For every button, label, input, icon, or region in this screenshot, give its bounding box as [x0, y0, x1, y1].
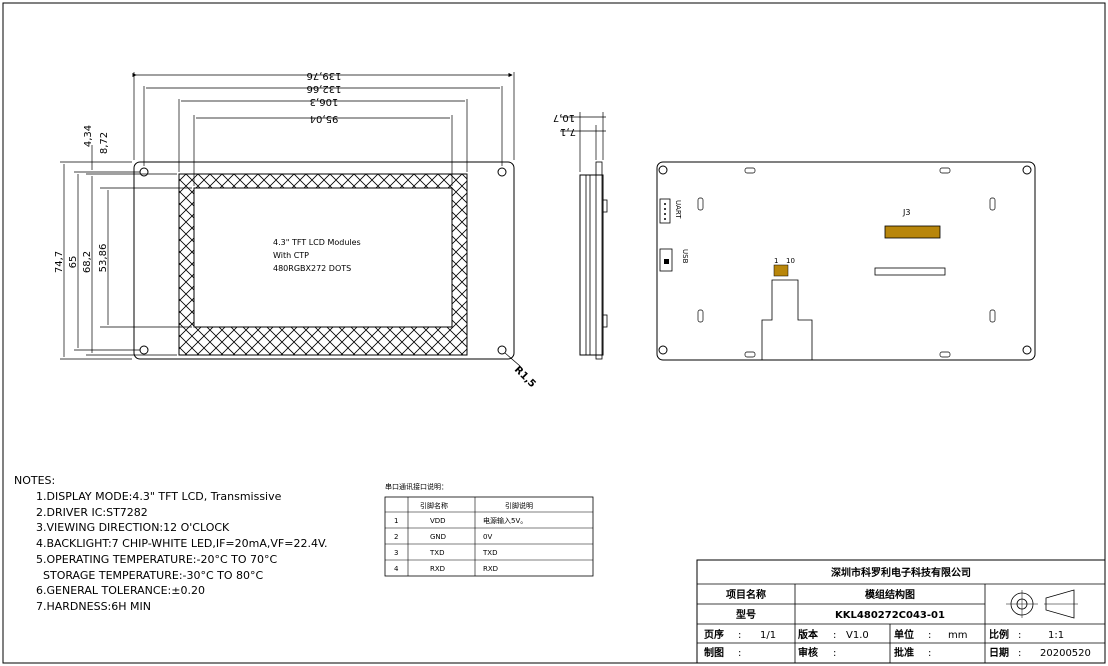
mounting-hole: [497, 345, 507, 355]
note-item: 3.VIEWING DIRECTION:12 O'CLOCK: [36, 521, 230, 534]
back-view: UART USB J3 1 10: [656, 161, 1036, 361]
dim-hole-width: 132,66: [307, 83, 342, 94]
dim-panel-thickness: 7,1: [560, 126, 576, 137]
svg-text:日期: 日期: [989, 646, 1009, 659]
svg-text:0V: 0V: [483, 533, 492, 541]
svg-text::: :: [928, 648, 931, 659]
svg-text:制图: 制图: [704, 646, 724, 659]
usb-connector: [659, 248, 673, 272]
fpc-tail: [761, 279, 813, 361]
screen-text-line: With CTP: [273, 251, 309, 260]
note-item: 2.DRIVER IC:ST7282: [36, 506, 148, 519]
svg-text:页序: 页序: [704, 628, 724, 641]
screen-text-line: 480RGBX272 DOTS: [273, 264, 351, 273]
note-item: 7.HARDNESS:6H MIN: [36, 600, 151, 613]
svg-text::: :: [833, 648, 836, 659]
date-value: 20200520: [1040, 648, 1091, 659]
dim-view-offset: 8,72: [99, 132, 110, 154]
svg-text:RXD: RXD: [430, 565, 445, 573]
svg-text:RXD: RXD: [483, 565, 498, 573]
model-value: KKL480272C043-01: [835, 610, 945, 621]
svg-text:审核: 审核: [798, 646, 818, 659]
page-value: 1/1: [760, 630, 776, 641]
projection-symbol-icon: [1006, 589, 1078, 619]
svg-text:批准: 批准: [894, 646, 914, 659]
dim-active-height: 53,86: [98, 244, 109, 273]
svg-text:TXD: TXD: [482, 549, 497, 557]
side-view: 10,7 7,1: [553, 112, 608, 360]
fpc-pad: [773, 264, 789, 277]
mounting-hole: [658, 165, 668, 175]
svg-text::: :: [928, 630, 931, 641]
unit-value: mm: [948, 630, 967, 641]
mounting-hole: [139, 345, 149, 355]
svg-text:型号: 型号: [736, 608, 756, 621]
svg-text:电源输入5V。: 电源输入5V。: [483, 516, 527, 525]
title-block: 深圳市科罗利电子科技有限公司 项目名称 模组结构图 型号 KKL480272C0…: [696, 559, 1106, 664]
svg-text:2: 2: [394, 533, 398, 541]
dim-top-offset: 4,34: [83, 125, 94, 147]
svg-text:GND: GND: [430, 533, 446, 541]
svg-text:项目名称: 项目名称: [726, 588, 766, 601]
note-item: 4.BACKLIGHT:7 CHIP-WHITE LED,IF=20mA,VF=…: [36, 537, 328, 550]
notes-title: NOTES:: [14, 474, 55, 487]
dim-thickness: 10,7: [553, 112, 575, 123]
j3-connector: [884, 225, 941, 239]
project-value: 模组结构图: [865, 588, 915, 601]
company-name: 深圳市科罗利电子科技有限公司: [831, 566, 971, 579]
pin-table: 串口通讯接口说明： 引脚名称 引脚说明 1 VDD 电源输入5V。 2 GND …: [384, 482, 594, 577]
notes: NOTES: 1.DISPLAY MODE:4.3" TFT LCD, Tran…: [14, 474, 328, 613]
front-view: 4.3" TFT LCD Modules With CTP 480RGBX272…: [54, 70, 538, 390]
mounting-hole: [139, 167, 149, 177]
mounting-hole: [497, 167, 507, 177]
pcb-outline: [133, 161, 515, 360]
dim-view-height: 68,2: [82, 251, 93, 273]
uart-connector: [659, 198, 671, 224]
svg-text:版本: 版本: [798, 628, 819, 641]
pin-table-header: 引脚名称: [420, 501, 448, 510]
side-profile: [579, 174, 604, 356]
version-value: V1.0: [846, 630, 869, 641]
svg-text:比例: 比例: [989, 628, 1009, 641]
dim-view-width: 106,3: [310, 96, 339, 107]
dim-hole-height: 65: [68, 256, 79, 269]
note-item: STORAGE TEMPERATURE:-30°C TO 80°C: [36, 569, 264, 582]
pin-table-header: 引脚说明: [505, 501, 533, 510]
svg-text:1: 1: [774, 257, 778, 265]
svg-text::: :: [1018, 648, 1021, 659]
svg-text::: :: [833, 630, 836, 641]
svg-text:单位: 单位: [894, 628, 914, 641]
svg-text:3: 3: [394, 549, 398, 557]
dim-outer-width: 139,76: [307, 70, 342, 81]
mounting-hole: [658, 345, 668, 355]
j3-label: J3: [902, 208, 910, 217]
svg-text::: :: [1018, 630, 1021, 641]
dim-active-width: 95,04: [310, 113, 339, 124]
screen-text-line: 4.3" TFT LCD Modules: [273, 238, 361, 247]
svg-text:4: 4: [394, 565, 399, 573]
svg-text:10: 10: [786, 257, 795, 265]
uart-label: UART: [674, 200, 682, 219]
dim-hole-radius: R1,5: [512, 364, 538, 390]
svg-text:1: 1: [394, 517, 398, 525]
note-item: 6.GENERAL TOLERANCE:±0.20: [36, 584, 205, 597]
scale-value: 1:1: [1048, 630, 1064, 641]
note-item: 5.OPERATING TEMPERATURE:-20°C TO 70°C: [36, 553, 278, 566]
svg-text:TXD: TXD: [429, 549, 444, 557]
mounting-hole: [1022, 345, 1032, 355]
svg-text:VDD: VDD: [430, 517, 446, 525]
active-area: [193, 187, 453, 328]
note-item: 1.DISPLAY MODE:4.3" TFT LCD, Transmissiv…: [36, 490, 282, 503]
mounting-hole: [1022, 165, 1032, 175]
fpc-connector: [874, 267, 946, 276]
pin-table-title: 串口通讯接口说明：: [385, 482, 448, 491]
dim-outer-height: 74,7: [54, 251, 65, 273]
svg-text::: :: [738, 648, 741, 659]
pcb-back: [656, 161, 1036, 361]
usb-label: USB: [681, 249, 689, 264]
svg-text::: :: [738, 630, 741, 641]
